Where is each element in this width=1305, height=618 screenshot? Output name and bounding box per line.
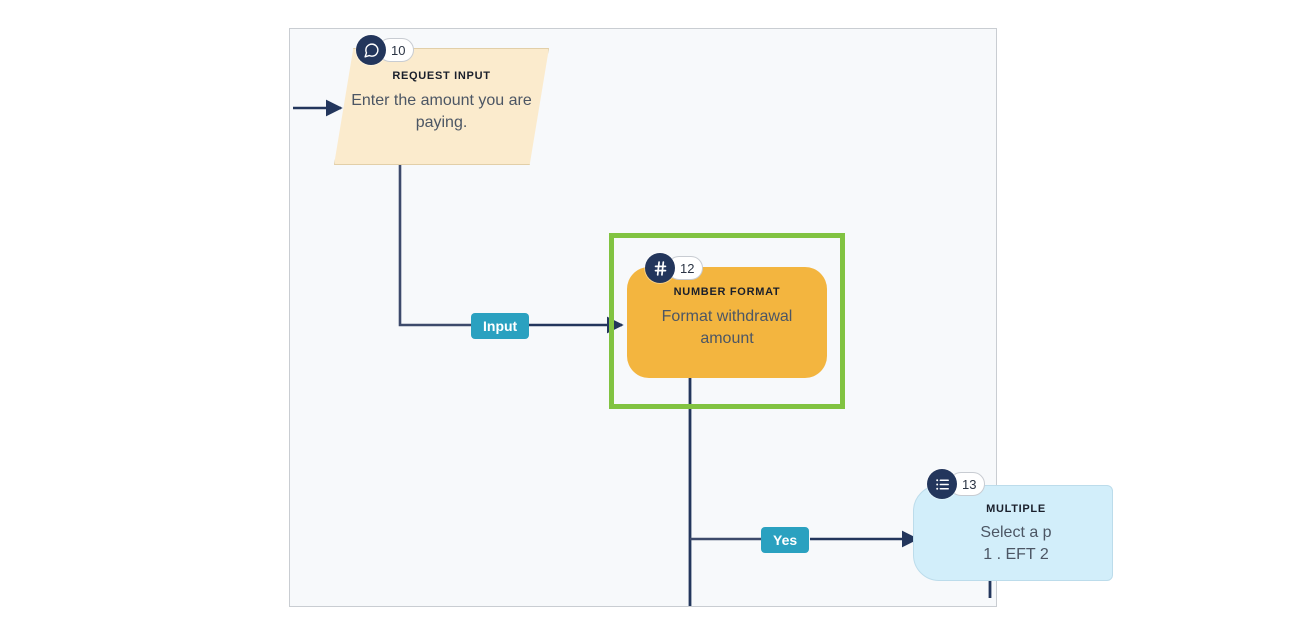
- node-number-format[interactable]: 12 NUMBER FORMAT Format withdrawal amoun…: [627, 253, 827, 378]
- hash-icon: [645, 253, 675, 283]
- node-content-12: NUMBER FORMAT Format withdrawal amount: [635, 286, 819, 349]
- node-title-12: NUMBER FORMAT: [673, 286, 781, 298]
- node-content-13: MULTIPLE Select a p 1 . EFT 2: [923, 503, 1109, 565]
- node-body-13-line1: Select a p: [980, 524, 1052, 541]
- node-title-13: MULTIPLE: [986, 503, 1046, 515]
- node-body-13: Select a p 1 . EFT 2: [923, 522, 1109, 565]
- node-request-input[interactable]: 10 REQUEST INPUT Enter the amount you ar…: [334, 35, 549, 165]
- node-badge-group-10: 10: [356, 35, 415, 65]
- node-number-13: 13: [949, 472, 986, 496]
- node-body-13-line2: 1 . EFT 2: [983, 545, 1049, 563]
- node-body-10: Enter the amount you are paying.: [351, 92, 532, 131]
- node-badge-group-13: 13: [927, 469, 986, 499]
- node-multiple-choice[interactable]: 13 MULTIPLE Select a p 1 . EFT 2: [913, 469, 1113, 581]
- node-shape-parallelogram: [334, 48, 549, 165]
- speech-bubble-icon: [356, 35, 386, 65]
- node-body-12: Format withdrawal amount: [661, 308, 793, 347]
- node-badge-group-12: 12: [645, 253, 704, 283]
- node-shape-document-card: [913, 485, 1113, 581]
- list-icon: [927, 469, 957, 499]
- node-shape-rounded-rect: [627, 267, 827, 378]
- node-content-10: REQUEST INPUT Enter the amount you are p…: [342, 70, 541, 133]
- edge-label-yes[interactable]: Yes: [761, 527, 810, 553]
- edge-label-input[interactable]: Input: [471, 313, 530, 339]
- node-title-10: REQUEST INPUT: [392, 70, 491, 82]
